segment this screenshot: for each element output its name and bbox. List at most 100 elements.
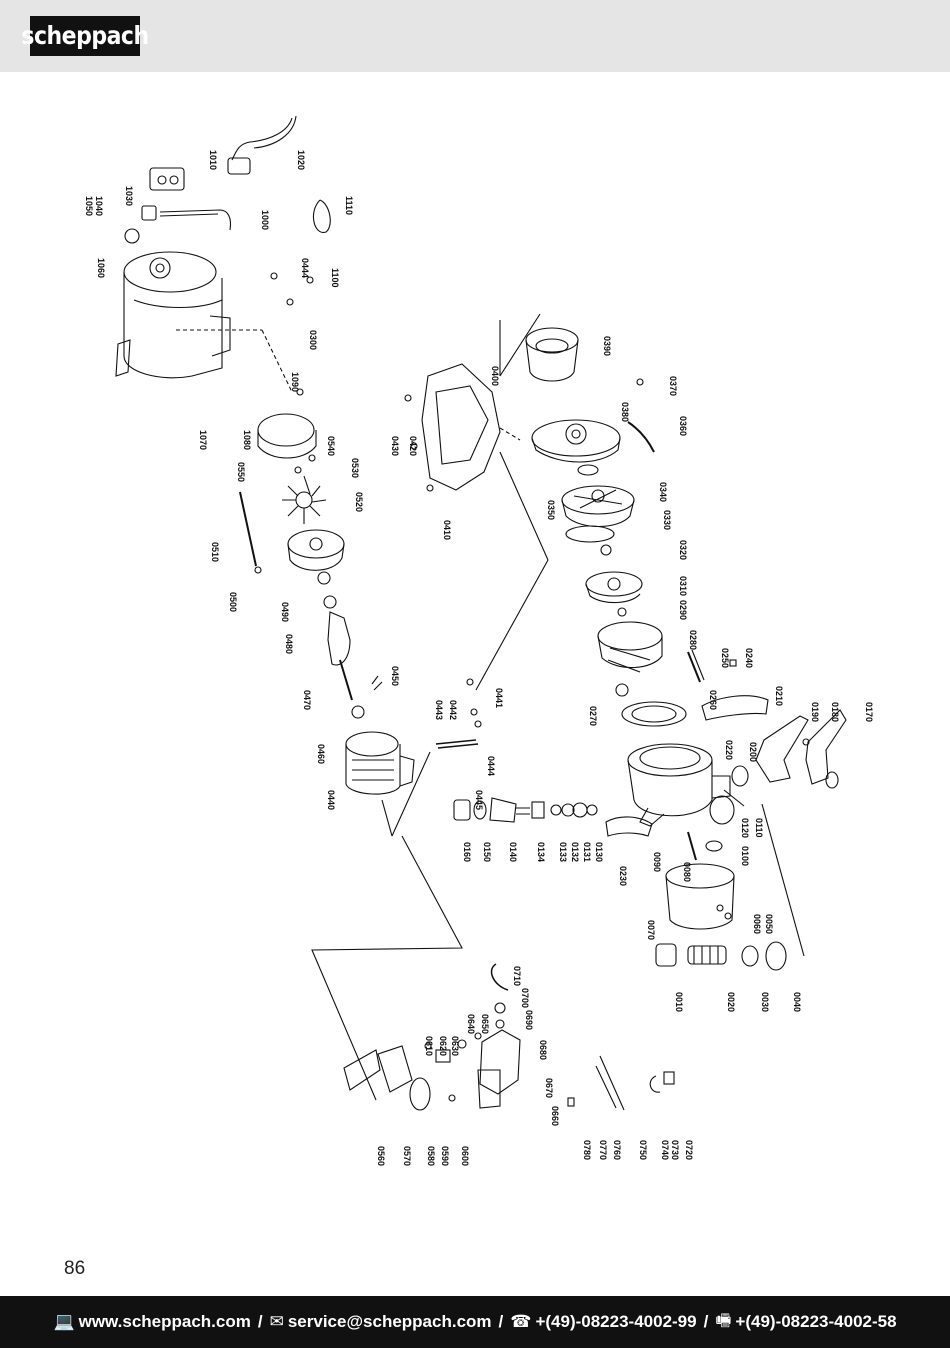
part-label: 0190 [810, 702, 820, 722]
impeller-housing-0280 [597, 621, 663, 673]
part-label: 0060 [752, 914, 762, 934]
bracket-0570 [343, 1045, 413, 1093]
diffuser-0340 [561, 485, 635, 527]
part-label: 0443 [434, 700, 444, 720]
part-label: 0290 [678, 600, 688, 620]
part-label: 0040 [792, 992, 802, 1012]
part-label: 0380 [620, 402, 630, 422]
handle-0170 [805, 709, 847, 785]
part-label: 0200 [748, 742, 758, 762]
part-label: 0120 [740, 818, 750, 838]
part-label: 0550 [236, 462, 246, 482]
part-label: 0150 [482, 842, 492, 862]
part-label: 0180 [830, 702, 840, 722]
part-label: 0510 [210, 542, 220, 562]
part-label: 0130 [594, 842, 604, 862]
part-label: 0320 [678, 540, 688, 560]
header-bar: scheppach [0, 0, 950, 72]
part-label: 0750 [638, 1140, 648, 1160]
part-label: 0600 [460, 1146, 470, 1166]
part-label: 0445 [474, 790, 484, 810]
part-label: 1110 [344, 196, 354, 215]
exploded-parts-diagram: 1010102010301040105010601070108010901000… [84, 115, 874, 1166]
envelope-icon: ✉ [269, 1312, 284, 1331]
part-label: 0210 [774, 686, 784, 706]
part-label: 1080 [242, 430, 252, 450]
part-label: 0230 [618, 866, 628, 886]
handle-cover-0210 [701, 695, 769, 721]
part-label: 0500 [228, 592, 238, 612]
part-label: 1070 [198, 430, 208, 450]
part-label: 0020 [726, 992, 736, 1012]
part-label: 0240 [744, 648, 754, 668]
part-label: 0490 [280, 602, 290, 622]
separator: / [703, 1312, 709, 1331]
handle-0190 [755, 715, 809, 783]
contact-footer: 💻 www.scheppach.com / ✉ service@scheppac… [0, 1296, 950, 1348]
part-label: 0770 [598, 1140, 608, 1160]
separator: / [257, 1312, 263, 1331]
part-label: 0570 [402, 1146, 412, 1166]
part-label: 0560 [376, 1146, 386, 1166]
part-label: 0300 [308, 330, 318, 350]
part-label: 0442 [448, 700, 458, 720]
part-label: 0590 [440, 1146, 450, 1166]
part-label: 0430 [390, 436, 400, 456]
fax-icon: 🖷 [715, 1310, 732, 1330]
fax-number: +(49)-08223-4002-58 [735, 1312, 897, 1331]
part-label: 0610 [424, 1036, 434, 1056]
part-label: 1100 [330, 268, 340, 288]
filter-housing-0070 [665, 863, 735, 930]
part-label: 0250 [720, 648, 730, 668]
part-label: 0131 [582, 842, 592, 862]
part-label: 0030 [760, 992, 770, 1012]
cylinder-0390 [525, 327, 579, 382]
scheppach-logo: scheppach [21, 16, 149, 56]
pump-body [627, 743, 731, 827]
part-label: 0090 [652, 852, 662, 872]
part-label: 0630 [450, 1036, 460, 1056]
website-link[interactable]: www.scheppach.com [78, 1312, 251, 1331]
part-label: 0740 [660, 1140, 670, 1160]
part-label: 0480 [284, 634, 294, 654]
part-label: 0100 [740, 846, 750, 866]
part-label: 0134 [536, 842, 546, 862]
part-label: 0132 [570, 842, 580, 862]
part-label: 0670 [544, 1078, 554, 1098]
part-label: 0390 [602, 336, 612, 356]
pump-cover-0400 [421, 363, 501, 491]
part-label: 0270 [588, 706, 598, 726]
part-label: 0710 [512, 966, 522, 986]
fitting-row [453, 797, 598, 823]
part-label: 0690 [524, 1010, 534, 1030]
flange-0380 [531, 419, 621, 463]
part-label: 0440 [326, 790, 336, 810]
part-label: 0540 [326, 436, 336, 456]
part-label: 0720 [684, 1140, 694, 1160]
part-label: 0070 [646, 920, 656, 940]
phone-number: +(49)-08223-4002-99 [535, 1312, 697, 1331]
part-label: 0760 [612, 1140, 622, 1160]
part-label: 0700 [520, 988, 530, 1008]
email-link[interactable]: service@scheppach.com [287, 1312, 492, 1331]
part-label: 1060 [96, 258, 106, 278]
part-label: 0420 [408, 436, 418, 456]
part-label: 0170 [864, 702, 874, 722]
separator: / [498, 1312, 504, 1331]
part-label: 0330 [662, 510, 672, 530]
part-label: 0620 [438, 1036, 448, 1056]
part-label: 0133 [558, 842, 568, 862]
part-label: 0650 [480, 1014, 490, 1034]
part-label: 0441 [494, 688, 504, 708]
part-label: 0460 [316, 744, 326, 764]
part-label: 0450 [390, 666, 400, 686]
part-label: 0010 [674, 992, 684, 1012]
pressure-switch-0670 [477, 1029, 521, 1109]
part-label: 0470 [302, 690, 312, 710]
impeller-0310 [585, 571, 643, 604]
part-label: 0410 [442, 520, 452, 540]
cover-0230 [605, 816, 653, 837]
part-label: 0640 [466, 1014, 476, 1034]
logo-text: scheppach [21, 21, 149, 51]
